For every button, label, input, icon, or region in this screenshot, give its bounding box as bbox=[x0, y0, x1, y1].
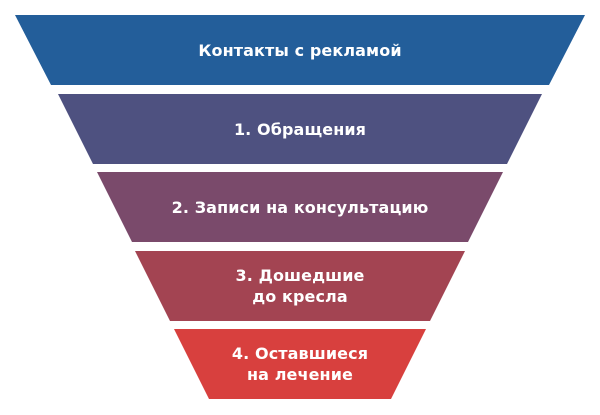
funnel-stage-inquiries: 1. Обращения bbox=[58, 94, 542, 164]
funnel-stage-label: 4. Оставшиеся на лечение bbox=[231, 344, 369, 384]
funnel-stage-label: 3. Дошедшие до кресла bbox=[235, 266, 365, 306]
funnel-stage-label: Контакты с рекламой bbox=[198, 40, 402, 60]
funnel-stage-consultation-bookings: 2. Записи на консультацию bbox=[97, 172, 503, 242]
funnel-stage-stayed-for-treatment: 4. Оставшиеся на лечение bbox=[174, 329, 426, 399]
funnel-stage-label: 2. Записи на консультацию bbox=[171, 197, 429, 217]
funnel-stage-ad-contacts: Контакты с рекламой bbox=[15, 15, 585, 85]
funnel-stage-arrived-to-chair: 3. Дошедшие до кресла bbox=[135, 251, 465, 321]
funnel-stage-label: 1. Обращения bbox=[233, 119, 367, 139]
